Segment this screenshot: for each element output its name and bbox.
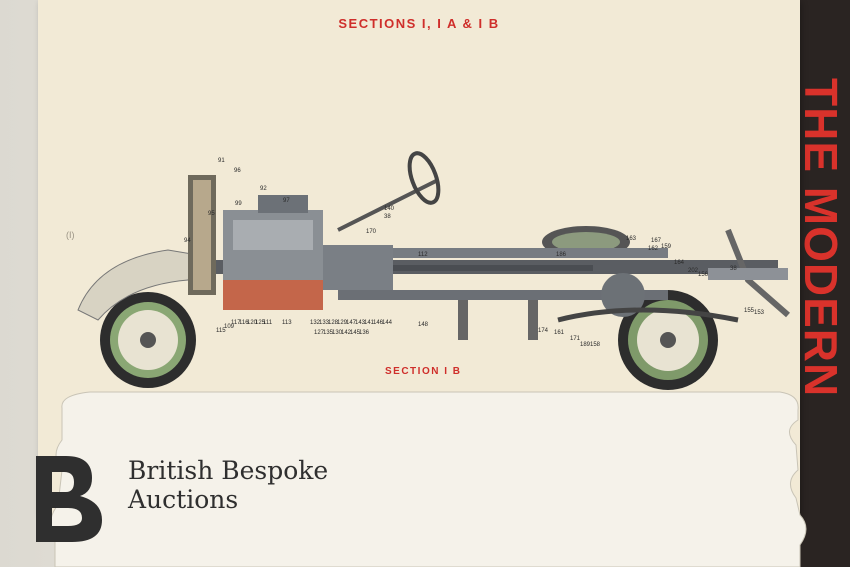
callout-label: 132 xyxy=(310,320,321,326)
callout-label: 170 xyxy=(366,229,377,235)
propeller-shaft xyxy=(393,265,593,271)
callout-label: 164 xyxy=(674,260,685,266)
watermark-line-1: British Bespoke xyxy=(128,456,329,485)
callout-label: 96 xyxy=(234,168,241,174)
engine-block xyxy=(223,195,323,310)
callout-label: 142 xyxy=(341,330,352,336)
callout-label: 115 xyxy=(216,328,226,334)
callout-label: 130 xyxy=(332,330,343,336)
chassis-cutaway-diagram: 91 96 92 97 99 95 94 170 140 38 112 186 … xyxy=(77,151,790,390)
callout-label: 113 xyxy=(282,320,292,326)
watermark-line-2: Auctions xyxy=(128,485,239,514)
rear-spring xyxy=(557,307,739,323)
front-wheel xyxy=(100,292,196,388)
callout-label: 144 xyxy=(382,320,393,326)
differential xyxy=(601,273,645,317)
callout-label: 38 xyxy=(384,214,391,220)
callout-label: 141 xyxy=(364,320,375,326)
callout-label: 171 xyxy=(570,336,581,342)
callout-label: 158 xyxy=(590,342,601,348)
callout-label: 146 xyxy=(373,320,384,326)
b-monogram-icon xyxy=(36,456,102,542)
plate-title: SECTIONS I, I A & I B xyxy=(338,16,500,31)
callout-label: 163 xyxy=(626,236,637,242)
callout-label: 147 xyxy=(346,320,357,326)
callout-label: 129 xyxy=(337,320,348,326)
callout-label: 95 xyxy=(208,211,215,217)
callout-label: 136 xyxy=(359,330,370,336)
callout-label: 161 xyxy=(554,330,565,336)
callout-label: 148 xyxy=(418,322,429,328)
callout-label: 145 xyxy=(350,330,361,336)
section-label: SECTION I B xyxy=(385,366,462,377)
callout-label: 127 xyxy=(314,330,325,336)
rear-crossmember xyxy=(708,268,788,280)
margin-mark: (I) xyxy=(66,230,75,240)
callout-label: 116 xyxy=(239,320,249,326)
radiator-core xyxy=(193,180,211,290)
callout-label: 143 xyxy=(355,320,366,326)
callout-label: 202 xyxy=(688,268,699,274)
steering-column xyxy=(337,178,439,232)
callout-label: 97 xyxy=(283,198,290,204)
callout-label: 162 xyxy=(648,246,659,252)
callout-label: 112 xyxy=(418,252,428,258)
callout-label: 99 xyxy=(235,201,242,207)
steering-wheel xyxy=(407,151,441,205)
callout-label: 189 xyxy=(580,342,591,348)
callout-label: 174 xyxy=(538,328,549,334)
callout-label: 38 xyxy=(730,266,737,272)
gearbox xyxy=(323,245,393,290)
callout-label: 111 xyxy=(263,320,273,326)
callout-label: 153 xyxy=(754,310,765,316)
auction-house-watermark: British Bespoke Auctions xyxy=(22,450,342,550)
callout-label: 125 xyxy=(255,320,266,326)
callout-label: 156 xyxy=(698,272,709,278)
callout-label: 91 xyxy=(218,158,225,164)
callout-label: 135 xyxy=(323,330,334,336)
callout-label: 92 xyxy=(260,186,267,192)
callout-label: 159 xyxy=(661,244,672,250)
callout-label: 120 xyxy=(247,320,258,326)
callout-label: 186 xyxy=(556,252,567,258)
callout-label: 140 xyxy=(384,206,395,212)
callout-label: 133 xyxy=(319,320,330,326)
callout-label: 94 xyxy=(184,238,191,244)
callout-label: 117 xyxy=(231,320,241,326)
callout-label: 128 xyxy=(328,320,339,326)
callout-label: 167 xyxy=(651,238,662,244)
book-cover-title: THE MODERN xyxy=(795,78,847,398)
callout-label: 109 xyxy=(224,324,235,330)
callout-label: 155 xyxy=(744,308,755,314)
